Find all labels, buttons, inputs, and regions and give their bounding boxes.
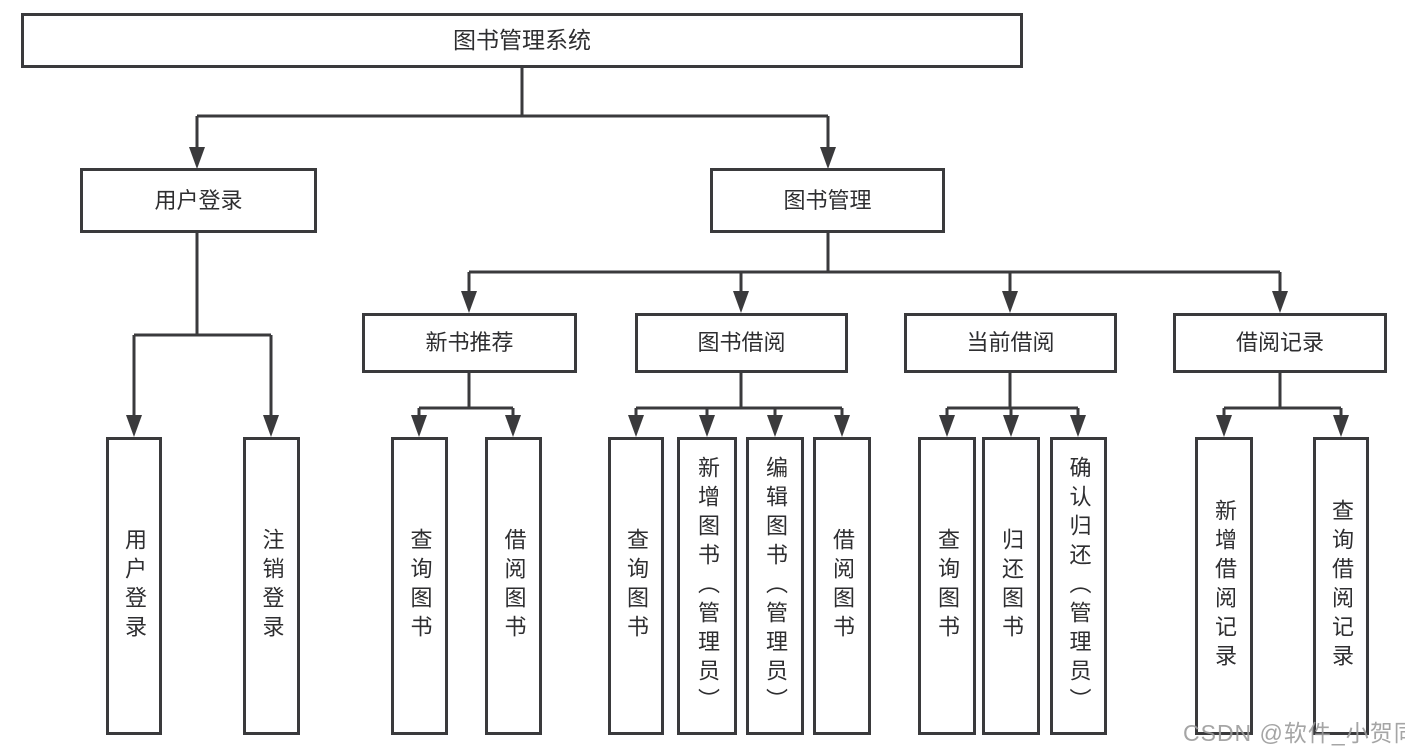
leaf-borrow-borrow-books-label: 借阅图书 [830, 528, 855, 644]
leaf-add-books-admin-label: 新增图书（管理员） [695, 455, 720, 717]
arrowhead [939, 415, 955, 437]
leaf-add-books-admin: 新增图书（管理员） [677, 437, 737, 735]
csdn-watermark: CSDN @软件_小贺同学 [1183, 720, 1405, 746]
node-book-borrowing: 图书借阅 [635, 313, 848, 373]
arrowhead [411, 415, 427, 437]
connector-borrow-to-leaves [628, 373, 850, 437]
leaf-newbook-query-books-label: 查询图书 [407, 528, 433, 644]
connector-login-to-leaves [126, 233, 279, 437]
node-book-management: 图书管理 [710, 168, 945, 233]
arrowhead [1216, 415, 1232, 437]
leaf-add-borrow-record-label: 新增借阅记录 [1212, 499, 1237, 673]
leaf-query-borrow-record-label: 查询借阅记录 [1329, 499, 1354, 673]
node-user-login: 用户登录 [80, 168, 317, 233]
arrowhead [461, 291, 477, 313]
node-book-management-label: 图书管理 [783, 187, 872, 213]
leaf-return-books-label: 归还图书 [999, 528, 1024, 644]
arrowhead [126, 415, 142, 437]
arrowhead [1003, 415, 1019, 437]
arrowhead [1070, 415, 1086, 437]
leaf-query-borrow-record: 查询借阅记录 [1313, 437, 1369, 735]
leaf-newbook-borrow-books: 借阅图书 [485, 437, 542, 735]
leaf-confirm-return-admin-label: 确认归还（管理员） [1066, 455, 1092, 717]
leaf-user-login: 用户登录 [106, 437, 162, 735]
connector-newbook-to-leaves [411, 373, 521, 437]
leaf-confirm-return-admin: 确认归还（管理员） [1050, 437, 1107, 735]
arrowhead [1002, 291, 1018, 313]
arrowhead [767, 415, 783, 437]
leaf-borrow-borrow-books: 借阅图书 [813, 437, 871, 735]
node-root-label: 图书管理系统 [453, 27, 591, 53]
node-current-borrowing: 当前借阅 [904, 313, 1117, 373]
connector-root-to-level2 [189, 68, 836, 169]
leaf-borrow-query-books: 查询图书 [608, 437, 664, 735]
node-new-book-recommend-label: 新书推荐 [425, 330, 514, 355]
arrowhead [1272, 291, 1288, 313]
node-book-borrowing-label: 图书借阅 [697, 330, 786, 355]
leaf-borrow-query-books-label: 查询图书 [624, 528, 649, 644]
leaf-current-query-books-label: 查询图书 [935, 528, 960, 644]
node-user-login-label: 用户登录 [154, 187, 243, 213]
arrowhead [189, 147, 205, 169]
leaf-user-login-label: 用户登录 [122, 528, 147, 644]
arrowhead [263, 415, 279, 437]
leaf-newbook-borrow-books-label: 借阅图书 [501, 528, 527, 644]
node-root: 图书管理系统 [21, 13, 1023, 68]
node-new-book-recommend: 新书推荐 [362, 313, 577, 373]
leaf-current-query-books: 查询图书 [918, 437, 976, 735]
leaf-edit-books-admin: 编辑图书（管理员） [746, 437, 804, 735]
node-borrowing-records: 借阅记录 [1173, 313, 1387, 373]
connector-mgmt-to-level3 [461, 233, 1288, 313]
connector-current-to-leaves [939, 373, 1086, 437]
arrowhead [820, 147, 836, 169]
node-borrowing-records-label: 借阅记录 [1235, 330, 1324, 355]
arrowhead [699, 415, 715, 437]
connector-records-to-leaves [1216, 373, 1349, 437]
leaf-add-borrow-record: 新增借阅记录 [1195, 437, 1253, 735]
leaf-logout: 注销登录 [243, 437, 300, 735]
leaf-edit-books-admin-label: 编辑图书（管理员） [763, 455, 788, 717]
leaf-return-books: 归还图书 [982, 437, 1040, 735]
arrowhead [505, 415, 521, 437]
arrowhead [834, 415, 850, 437]
arrowhead [733, 291, 749, 313]
node-current-borrowing-label: 当前借阅 [966, 330, 1055, 355]
arrowhead [1333, 415, 1349, 437]
leaf-logout-label: 注销登录 [259, 528, 285, 644]
leaf-newbook-query-books: 查询图书 [391, 437, 448, 735]
arrowhead [628, 415, 644, 437]
